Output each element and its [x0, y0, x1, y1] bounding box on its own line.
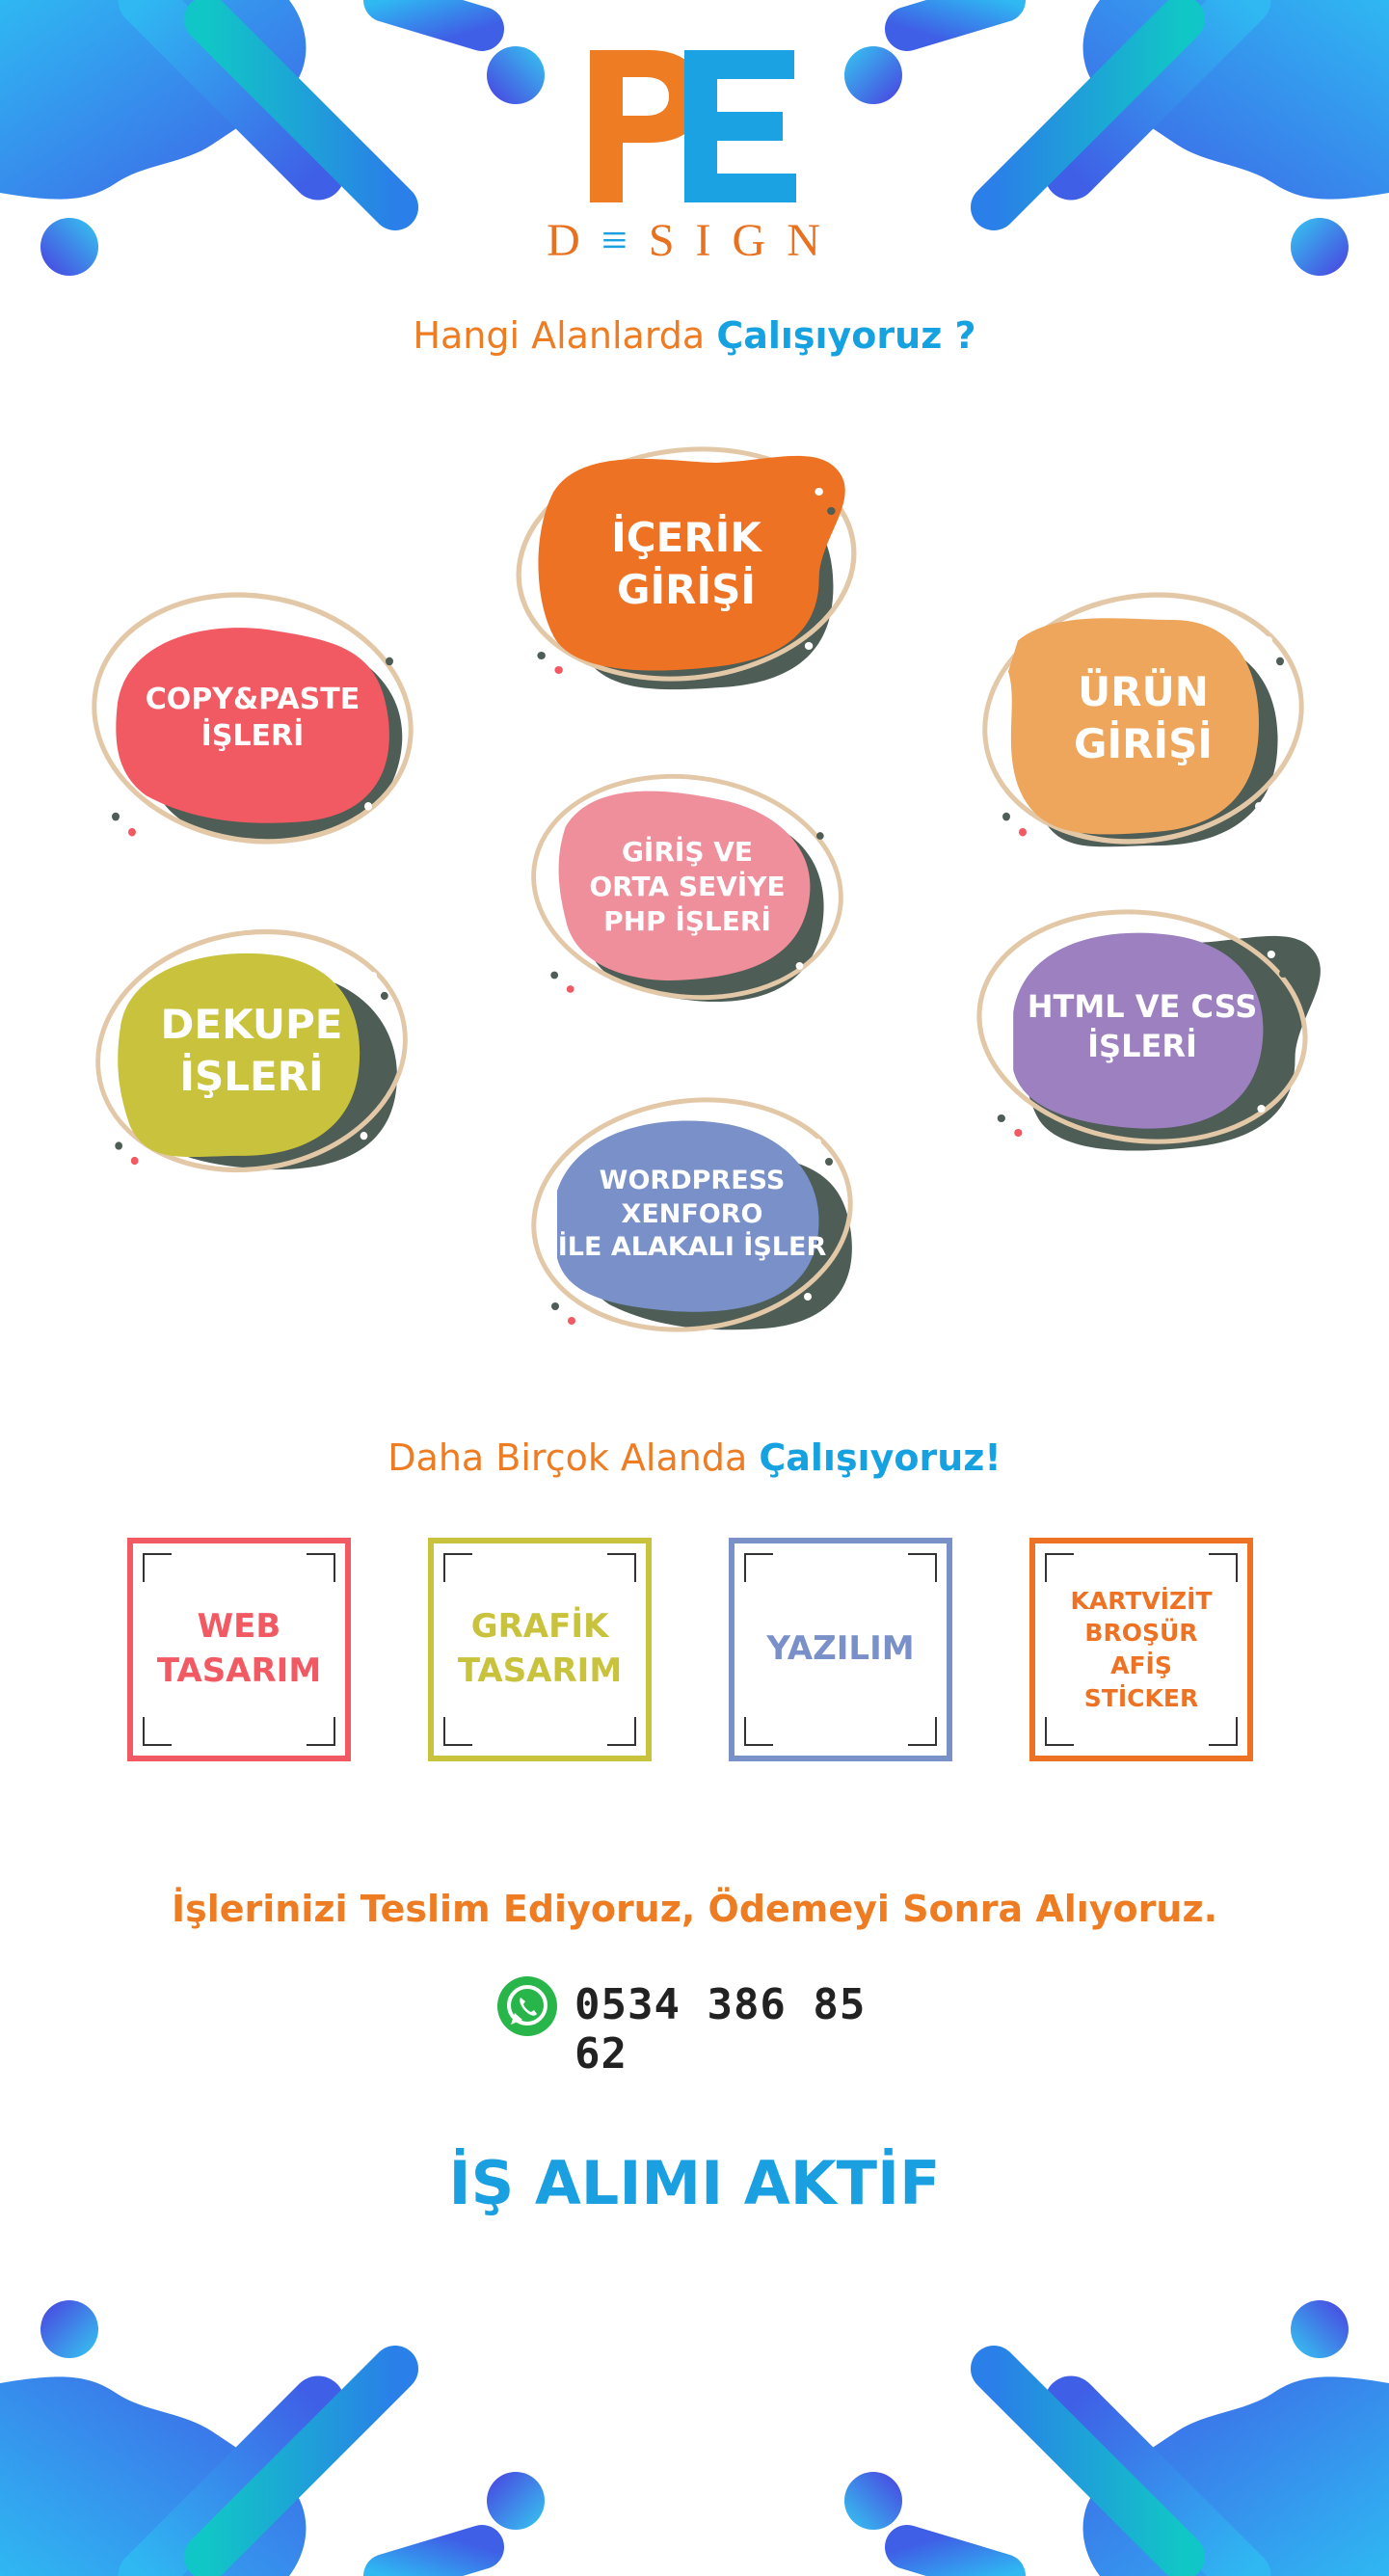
- blob-shape: [95, 928, 408, 1173]
- contact-row[interactable]: 0534 386 85 62: [495, 1974, 900, 2079]
- blob-label: WORDPRESS XENFORO İLE ALAKALI İŞLER: [557, 1166, 827, 1263]
- top-left-shapes: [0, 0, 545, 276]
- service-label: KARTVİZİT BROŞÜR AFİŞ STİCKER: [1070, 1586, 1213, 1712]
- service-blob: WORDPRESS XENFORO İLE ALAKALI İŞLER: [528, 1085, 856, 1345]
- bottom-left-shapes: [0, 2300, 545, 2576]
- more-areas-prefix: Daha Birçok Alanda: [387, 1436, 748, 1479]
- blob-shape: [92, 592, 414, 845]
- service-blob: DEKUPE İŞLERİ: [93, 916, 411, 1186]
- blob-label: HTML VE CSS İŞLERİ: [1027, 988, 1258, 1064]
- blob-shape: [982, 592, 1304, 847]
- whatsapp-icon[interactable]: [495, 1974, 559, 2038]
- service-blob: COPY&PASTE İŞLERİ: [89, 578, 416, 858]
- service-blob: ÜRÜN GİRİŞİ: [979, 578, 1307, 858]
- service-label: GRAFİK TASARIM: [457, 1607, 623, 1690]
- blob-label: GİRİŞ VE ORTA SEVİYE PHP İŞLERİ: [589, 836, 786, 937]
- blob-shape: [516, 446, 857, 690]
- service-blob: HTML VE CSS İŞLERİ: [974, 897, 1321, 1157]
- areas-heading-highlight: Çalışıyoruz ?: [716, 314, 976, 357]
- blob-label: ÜRÜN GİRİŞİ: [1074, 668, 1213, 767]
- logo-design-wordmark: D≡SIGN: [547, 215, 841, 266]
- more-areas-highlight: Çalışıyoruz!: [759, 1436, 1002, 1479]
- service-label: YAZILIM: [766, 1629, 915, 1669]
- blob-label: COPY&PASTE İŞLERİ: [145, 682, 361, 753]
- areas-heading-prefix: Hangi Alanlarda: [413, 314, 706, 357]
- service-box-software: YAZILIM: [729, 1538, 952, 1761]
- blob-shape: [531, 1097, 853, 1332]
- hiring-banner: İŞ ALIMI AKTİF: [448, 2148, 941, 2218]
- service-box-graphic: GRAFİK TASARIM: [428, 1538, 652, 1761]
- service-box-web: WEB TASARIM: [127, 1538, 351, 1761]
- service-box-print: KARTVİZİT BROŞÜR AFİŞ STİCKER: [1029, 1538, 1253, 1761]
- more-areas-heading: Daha Birçok Alanda Çalışıyoruz!: [0, 1436, 1389, 1479]
- top-right-shapes: [844, 0, 1389, 276]
- blob-shape: [976, 909, 1321, 1151]
- blob-label: DEKUPE İŞLERİ: [160, 1001, 343, 1100]
- pe-design-logo: [590, 50, 796, 202]
- blob-shape: [531, 773, 843, 1003]
- service-label: WEB TASARIM: [156, 1607, 322, 1690]
- payment-tagline: İşlerinizi Teslim Ediyoruz, Ödemeyi Sonr…: [171, 1888, 1218, 1930]
- phone-number[interactable]: 0534 386 85 62: [574, 1980, 867, 2079]
- blob-label: İÇERİK GİRİŞİ: [611, 514, 761, 613]
- service-blob: GİRİŞ VE ORTA SEVİYE PHP İŞLERİ: [528, 762, 846, 1012]
- bottom-right-shapes: [844, 2300, 1389, 2576]
- areas-heading: Hangi Alanlarda Çalışıyoruz ?: [0, 314, 1389, 357]
- service-blob: İÇERİK GİRİŞİ: [513, 434, 860, 694]
